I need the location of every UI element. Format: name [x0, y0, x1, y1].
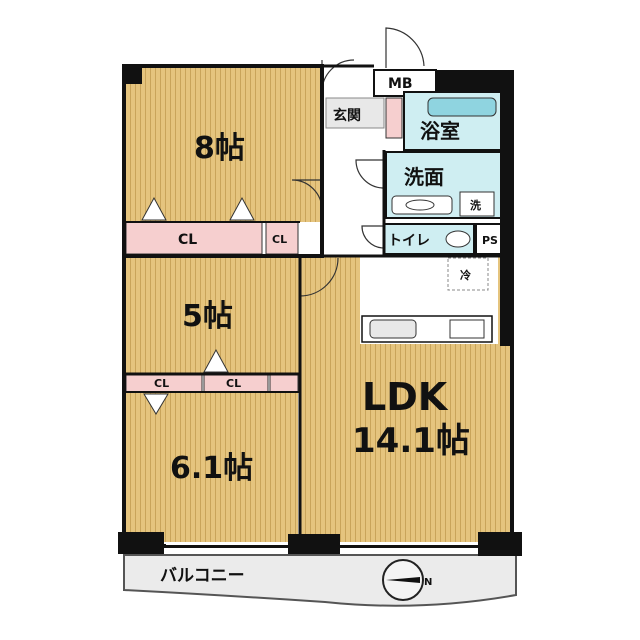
wall-column [118, 532, 164, 554]
mb-label: MB [388, 76, 413, 92]
closet-door-icon [141, 196, 167, 221]
room-6-label: 6.1帖 [170, 451, 253, 486]
closet-door-icon [143, 393, 169, 415]
closet-door-icon [203, 348, 229, 373]
room-6 [126, 392, 298, 542]
svg-text:N: N [424, 577, 432, 588]
room-8 [126, 68, 320, 222]
closet-main-label: CL [178, 232, 197, 248]
closet-small [265, 221, 299, 255]
closet-small-label: CL [272, 233, 287, 246]
entrance-floor [325, 97, 385, 129]
ldk-label: LDK [362, 375, 449, 419]
stove-icon [449, 319, 485, 339]
fridge-box [447, 257, 489, 291]
shoe-closet [385, 97, 403, 139]
closet-b-label: CL [226, 377, 241, 390]
door-swing [361, 225, 385, 249]
ps-label: PS [482, 234, 498, 247]
wall-column [288, 534, 340, 554]
balcony-label: バルコニー [160, 566, 245, 586]
room-5-label: 5帖 [182, 299, 233, 334]
room-5 [126, 256, 300, 374]
bathtub-icon [427, 97, 497, 117]
door-swing [299, 257, 339, 297]
entrance-label: 玄関 [333, 107, 361, 124]
kitchen-sink-icon [369, 319, 417, 339]
closet-door-icon [229, 196, 255, 221]
washer-box [459, 191, 495, 217]
toilet-icon [445, 230, 471, 248]
closet-c [269, 373, 299, 393]
toilet-label: トイレ [388, 233, 430, 249]
washroom-label: 洗面 [404, 165, 444, 189]
wall-column [500, 92, 514, 346]
front-door-swing [385, 27, 425, 68]
door-swing [355, 159, 385, 189]
wall-column [124, 66, 142, 84]
bath-label: 浴室 [420, 119, 460, 143]
basin-icon [405, 199, 435, 211]
compass-icon: N [382, 559, 432, 601]
wall-column [436, 70, 514, 92]
ldk-size-label: 14.1帖 [352, 421, 470, 461]
closet-a-label: CL [154, 377, 169, 390]
washer-label: 洗 [470, 198, 481, 212]
room-8-label: 8帖 [194, 131, 245, 166]
wall-column [478, 532, 522, 556]
fridge-label: 冷 [460, 268, 471, 282]
